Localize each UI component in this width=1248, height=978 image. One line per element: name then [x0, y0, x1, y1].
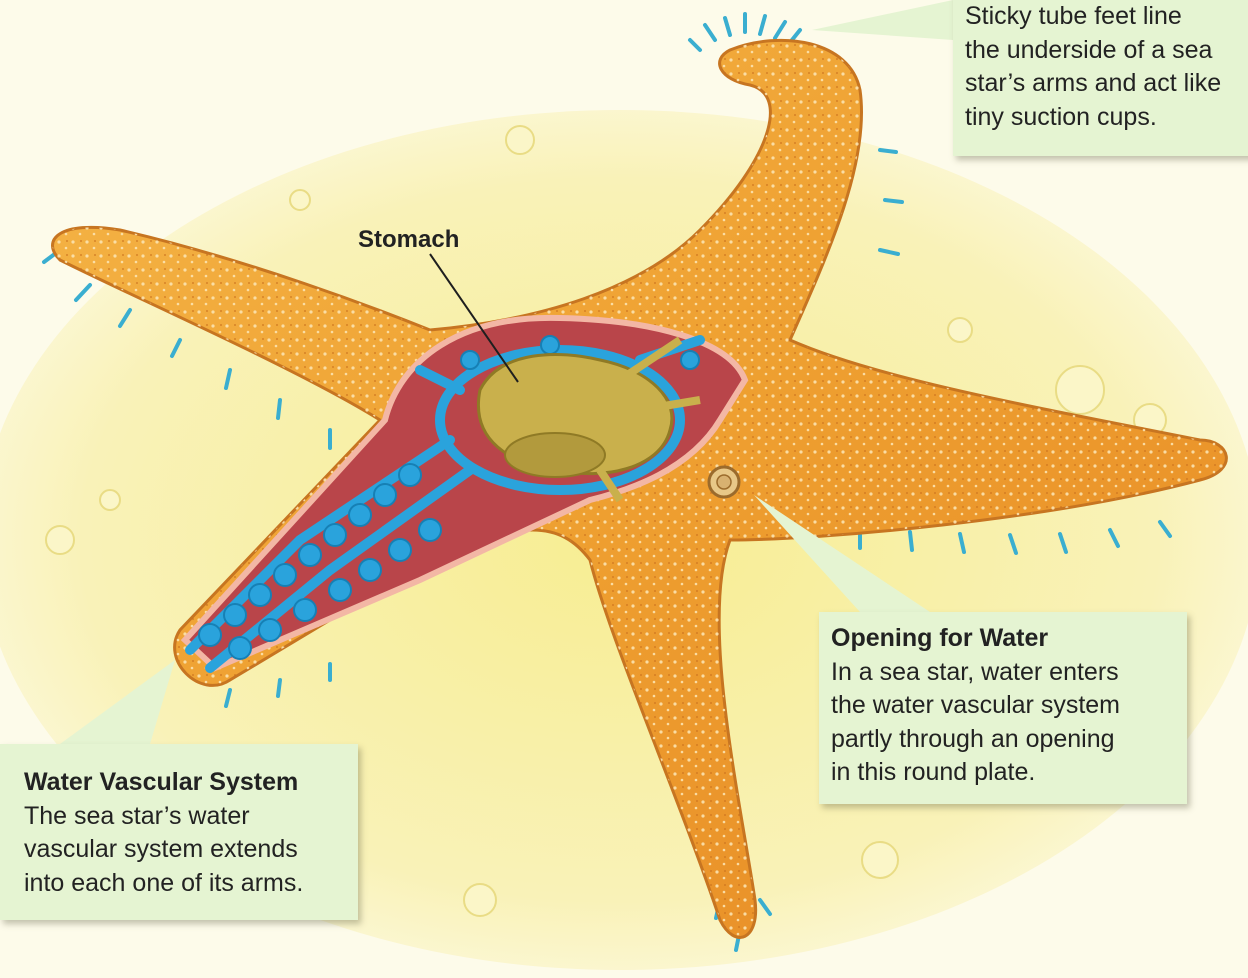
- tube-feet-text-line-1: Sticky tube feet line: [965, 0, 1248, 34]
- opening-for-water-text-line-4: in this round plate.: [831, 756, 1187, 790]
- madreporite-plate: [709, 467, 739, 497]
- tube-feet-text-line-3: star’s arms and act like: [965, 67, 1248, 101]
- water-vascular-system-callout: Water Vascular System The sea star’s wat…: [0, 744, 358, 920]
- opening-for-water-text-line-1: In a sea star, water enters: [831, 656, 1187, 690]
- tube-feet-text-line-2: the underside of a sea: [965, 34, 1248, 68]
- water-vascular-system-text-line-2: vascular system extends: [24, 833, 358, 867]
- stomach-label: Stomach: [358, 226, 459, 254]
- water-vascular-system-text-line-1: The sea star’s water: [24, 800, 358, 834]
- opening-for-water-text-line-2: the water vascular system: [831, 689, 1187, 723]
- opening-for-water-callout: Opening for Water In a sea star, water e…: [819, 612, 1187, 804]
- opening-for-water-text-line-3: partly through an opening: [831, 723, 1187, 757]
- tube-feet-callout: Sticky tube feet line the underside of a…: [953, 0, 1248, 156]
- tube-feet-pointer: [812, 0, 953, 40]
- opening-for-water-heading: Opening for Water: [831, 622, 1187, 656]
- water-vascular-system-heading: Water Vascular System: [24, 766, 358, 800]
- water-vascular-system-text-line-3: into each one of its arms.: [24, 867, 358, 901]
- tube-feet-text-line-4: tiny suction cups.: [965, 101, 1248, 135]
